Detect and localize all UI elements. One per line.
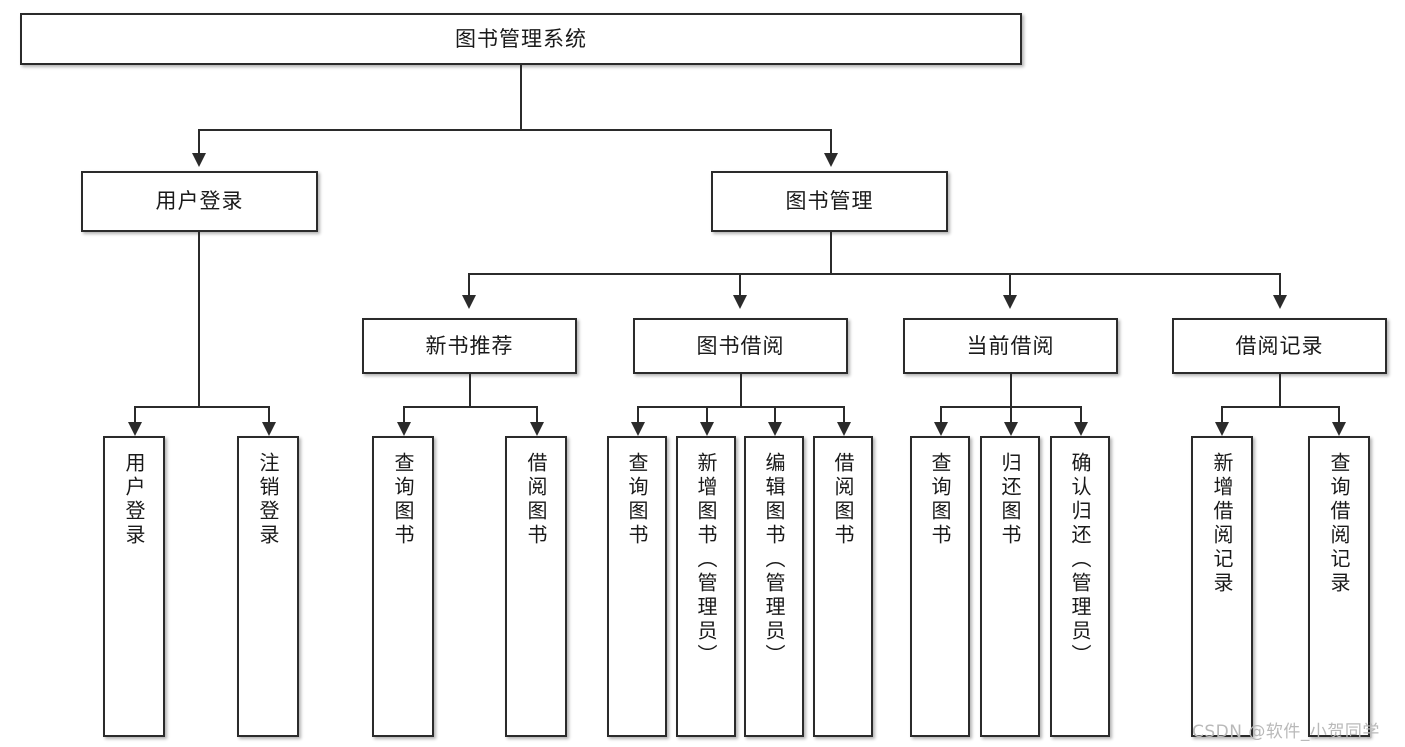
arrowhead-to-leaf-logout: [262, 422, 276, 436]
node-label: 图书管理: [785, 189, 874, 214]
edge-book-borrow-drop-2: [706, 406, 708, 424]
arrowhead-to-book-borrow: [733, 295, 747, 309]
arrowhead-to-leaf-return-book: [1004, 422, 1018, 436]
arrowhead-to-leaf-borrow-book-1: [530, 422, 544, 436]
node-label: 借阅图书: [524, 452, 548, 548]
node-label: 新书推荐: [425, 333, 514, 358]
arrowhead-to-leaf-confirm-return: [1074, 422, 1088, 436]
edge-new-book-stem: [469, 374, 471, 407]
edge-book-borrow-stem: [740, 374, 742, 407]
edge-borrow-record-bus: [1221, 406, 1338, 408]
arrowhead-to-leaf-query-record: [1332, 422, 1346, 436]
node-label: 注销登录: [256, 452, 280, 548]
edge-current-borrow-drop-3: [1080, 406, 1082, 424]
edge-book-borrow-drop-4: [843, 406, 845, 424]
node-label: 用户登录: [155, 189, 244, 214]
node-label: 查询图书: [625, 452, 649, 548]
node-user-login[interactable]: 用户登录: [81, 171, 318, 232]
edge-level2-drop-4: [1279, 273, 1281, 297]
node-borrow-record[interactable]: 借阅记录: [1172, 318, 1387, 374]
arrowhead-to-leaf-query-book-2: [631, 422, 645, 436]
node-label: 查询图书: [391, 452, 415, 548]
leaf-edit-book-admin[interactable]: 编辑图书（管理员）: [744, 436, 804, 737]
arrowhead-to-leaf-add-book: [700, 422, 714, 436]
arrowhead-to-leaf-query-book-1: [397, 422, 411, 436]
arrowhead-to-user-login: [192, 153, 206, 167]
arrowhead-to-leaf-user-login: [128, 422, 142, 436]
leaf-logout[interactable]: 注销登录: [237, 436, 299, 737]
edge-book-borrow-bus: [637, 406, 844, 408]
edge-user-login-drop-2: [268, 406, 270, 424]
leaf-return-book[interactable]: 归还图书: [980, 436, 1040, 737]
edge-user-login-drop-1: [134, 406, 136, 424]
edge-root-stem: [520, 65, 522, 130]
edge-new-book-drop-1: [403, 406, 405, 424]
leaf-query-book-current[interactable]: 查询图书: [910, 436, 970, 737]
edge-level2-drop-1: [468, 273, 470, 297]
edge-borrow-record-drop-1: [1221, 406, 1223, 424]
node-label: 用户登录: [122, 452, 146, 548]
node-label: 编辑图书（管理员）: [762, 452, 786, 668]
arrowhead-to-book-management: [824, 153, 838, 167]
node-book-borrow[interactable]: 图书借阅: [633, 318, 848, 374]
edge-new-book-bus: [403, 406, 536, 408]
edge-current-borrow-stem: [1010, 374, 1012, 407]
arrowhead-to-leaf-borrow-book-2: [837, 422, 851, 436]
leaf-borrow-book[interactable]: 借阅图书: [813, 436, 873, 737]
node-new-book-recommend[interactable]: 新书推荐: [362, 318, 577, 374]
edge-borrow-record-drop-2: [1338, 406, 1340, 424]
edge-level2-drop-3: [1009, 273, 1011, 297]
edge-book-borrow-drop-1: [637, 406, 639, 424]
edge-book-management-stem: [830, 232, 832, 274]
node-label: 查询借阅记录: [1327, 452, 1351, 596]
node-label: 借阅图书: [831, 452, 855, 548]
node-label: 借阅记录: [1235, 333, 1324, 358]
edge-borrow-record-stem: [1279, 374, 1281, 407]
arrowhead-to-current-borrow: [1003, 295, 1017, 309]
edge-user-login-bus: [134, 406, 268, 408]
edge-book-borrow-drop-3: [774, 406, 776, 424]
node-root-book-management-system[interactable]: 图书管理系统: [20, 13, 1022, 65]
edge-new-book-drop-2: [536, 406, 538, 424]
leaf-add-borrow-record[interactable]: 新增借阅记录: [1191, 436, 1253, 737]
leaf-query-book-recommend[interactable]: 查询图书: [372, 436, 434, 737]
arrowhead-to-leaf-query-book-3: [934, 422, 948, 436]
edge-root-bus: [198, 129, 832, 131]
node-label: 归还图书: [998, 452, 1022, 548]
node-label: 确认归还（管理员）: [1068, 452, 1092, 668]
leaf-confirm-return-admin[interactable]: 确认归还（管理员）: [1050, 436, 1110, 737]
edge-current-borrow-drop-2: [1010, 406, 1012, 424]
leaf-query-borrow-record[interactable]: 查询借阅记录: [1308, 436, 1370, 737]
edge-level2-drop-2: [739, 273, 741, 297]
csdn-watermark: CSDN @软件_小贺同学: [1192, 722, 1380, 742]
arrowhead-to-leaf-edit-book: [768, 422, 782, 436]
leaf-borrow-book-recommend[interactable]: 借阅图书: [505, 436, 567, 737]
arrowhead-to-leaf-add-record: [1215, 422, 1229, 436]
node-label: 新增图书（管理员）: [694, 452, 718, 668]
edge-current-borrow-drop-1: [940, 406, 942, 424]
arrowhead-to-new-book-recommend: [462, 295, 476, 309]
leaf-add-book-admin[interactable]: 新增图书（管理员）: [676, 436, 736, 737]
leaf-query-book-borrow[interactable]: 查询图书: [607, 436, 667, 737]
arrowhead-to-borrow-record: [1273, 295, 1287, 309]
node-label: 图书管理系统: [455, 26, 587, 51]
node-label: 查询图书: [928, 452, 952, 548]
node-label: 当前借阅: [966, 333, 1055, 358]
node-label: 新增借阅记录: [1210, 452, 1234, 596]
node-current-borrow[interactable]: 当前借阅: [903, 318, 1118, 374]
edge-user-login-stem: [198, 232, 200, 407]
edge-root-drop-right: [830, 129, 832, 155]
node-book-management[interactable]: 图书管理: [711, 171, 948, 232]
edge-level2-bus: [468, 273, 1280, 275]
node-label: 图书借阅: [696, 333, 785, 358]
leaf-user-login[interactable]: 用户登录: [103, 436, 165, 737]
edge-root-drop-left: [198, 129, 200, 155]
